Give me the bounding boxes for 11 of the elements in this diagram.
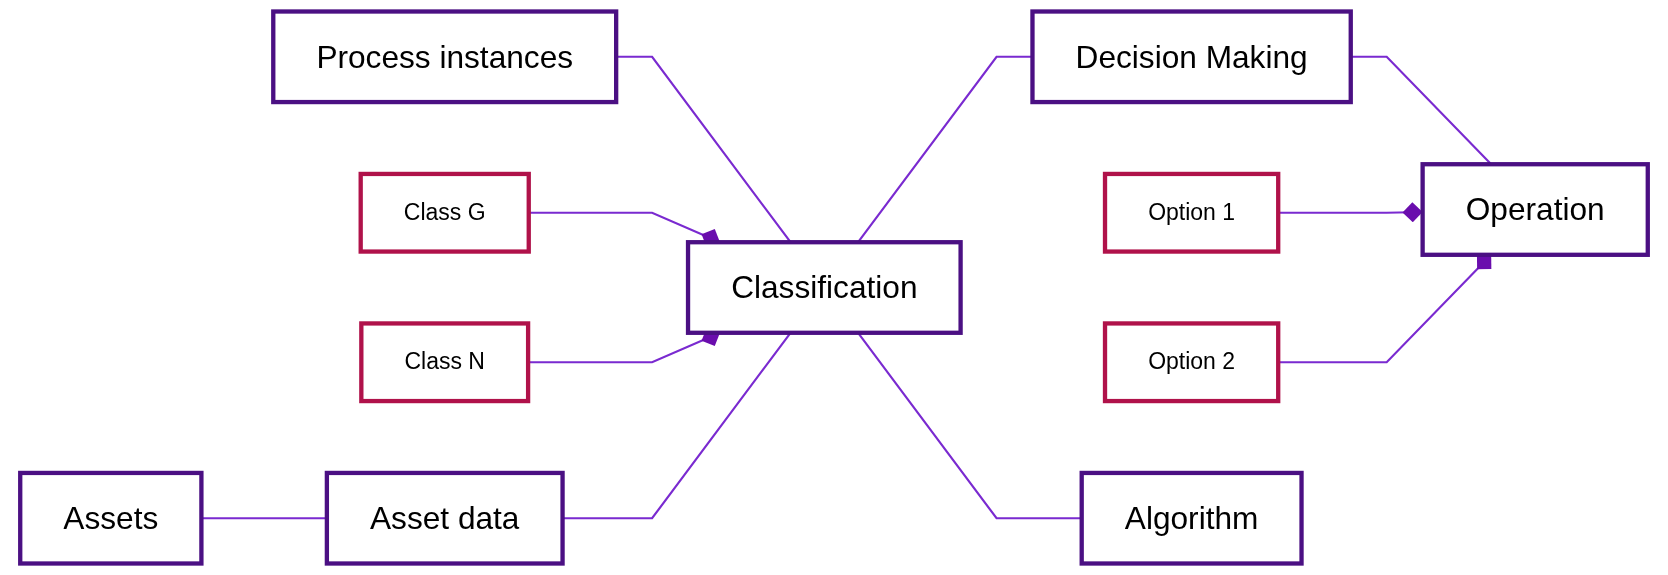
node-box: Assets: [18, 470, 204, 566]
node-box: Class N: [359, 321, 531, 404]
node-box: Option 2: [1102, 321, 1281, 404]
node-box: Classification: [685, 240, 963, 335]
node-box: Decision Making: [1030, 9, 1353, 105]
node-box: Algorithm: [1079, 470, 1304, 566]
node-box: Process instances: [271, 9, 619, 105]
node-box: Option 1: [1102, 171, 1281, 254]
node-box: Class G: [358, 171, 531, 254]
node-box: Operation: [1420, 162, 1650, 257]
node-box: Asset data: [324, 470, 565, 566]
